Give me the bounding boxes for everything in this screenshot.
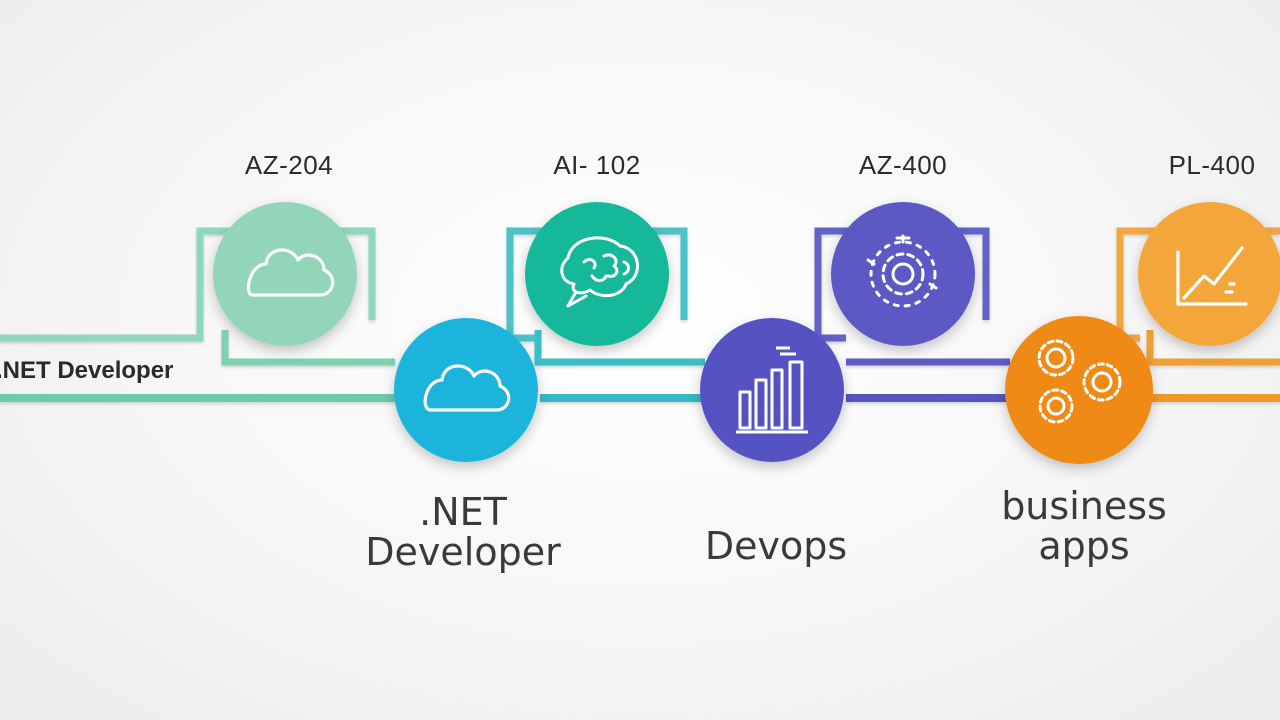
role-node-dotnet	[394, 318, 538, 462]
gears-icon	[1037, 339, 1122, 424]
gear-cycle-icon	[866, 234, 938, 308]
role-circle	[1005, 316, 1153, 464]
track-teal-middle	[534, 330, 705, 366]
cert-label-ai102: AI- 102	[553, 150, 641, 180]
cert-node-az204	[213, 202, 357, 346]
track-green-upper	[0, 227, 376, 342]
cert-node-ai102	[525, 202, 669, 346]
role-node-devops	[700, 318, 844, 462]
role-node-business-apps	[1005, 316, 1153, 464]
left-role-label: .NET Developer	[0, 357, 174, 384]
role-label-line: apps	[1038, 524, 1130, 568]
cert-circle	[1138, 202, 1280, 346]
role-label-devops: Devops	[705, 526, 847, 566]
cert-node-pl400	[1138, 202, 1280, 346]
track-orange-middle	[1146, 330, 1280, 366]
track-teal-upper	[506, 227, 688, 342]
track-green-middle	[221, 330, 395, 366]
bar-chart-icon	[736, 346, 808, 434]
role-label-line: business	[1001, 484, 1167, 528]
cert-label-az204: AZ-204	[244, 150, 334, 180]
role-circle	[394, 318, 538, 462]
cert-circle	[213, 202, 357, 346]
cloud-icon	[246, 248, 335, 297]
role-label-line: Developer	[365, 530, 561, 574]
cert-circle	[525, 202, 669, 346]
track-purple-upper	[814, 227, 990, 342]
cert-label-pl400: PL-400	[1168, 150, 1256, 180]
role-label-dotnet: .NET Developer	[365, 492, 560, 572]
brain-chat-icon	[560, 236, 639, 308]
cert-label-az400: AZ-400	[858, 150, 948, 180]
cert-circle	[831, 202, 975, 346]
cloud-icon	[423, 364, 511, 412]
role-label-line: Devops	[704, 524, 848, 568]
role-label-line: .NET	[419, 490, 507, 534]
cert-node-az400	[831, 202, 975, 346]
role-label-business-apps: business apps	[1001, 486, 1167, 566]
line-chart-icon	[1176, 246, 1248, 306]
